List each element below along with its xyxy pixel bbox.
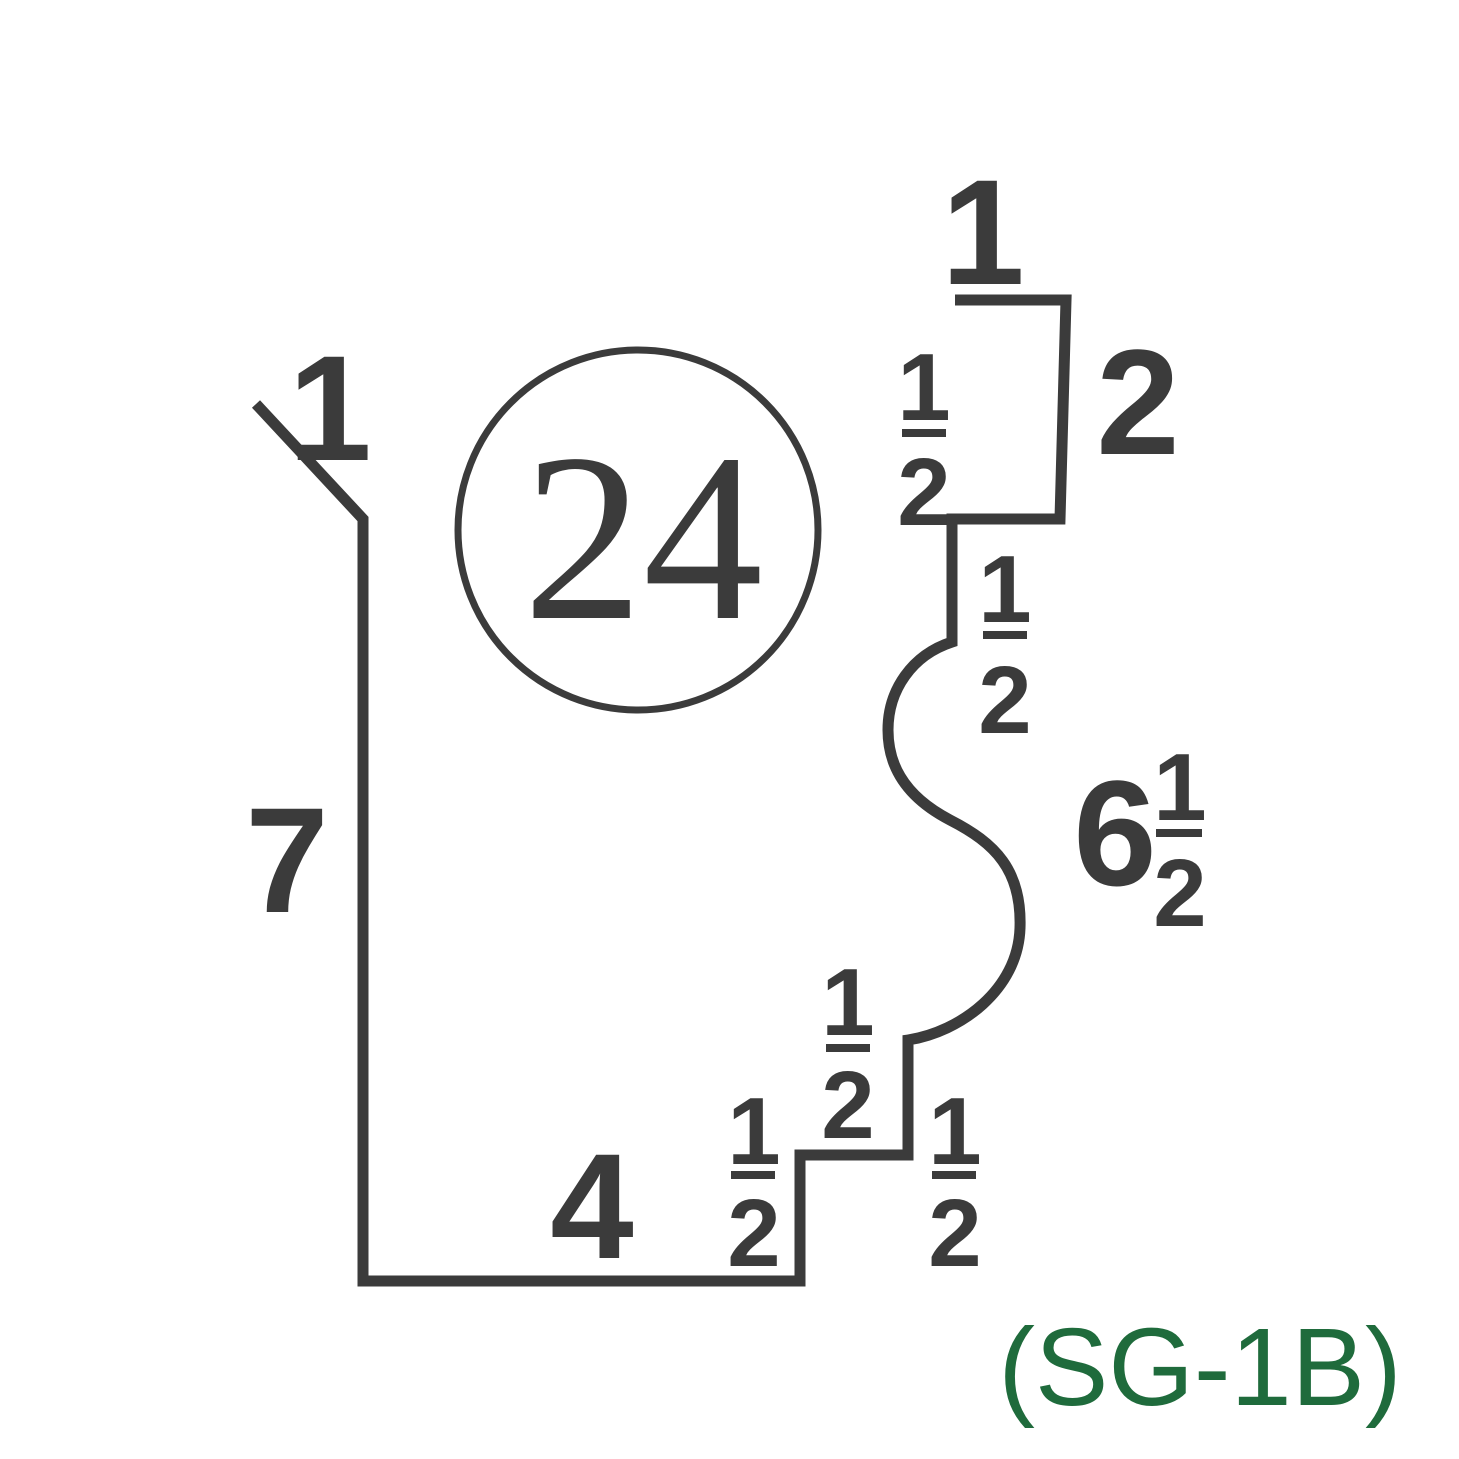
dim-top-cap-height: 2 bbox=[1096, 318, 1179, 486]
fraction-bar bbox=[932, 1171, 976, 1179]
fraction-denominator: 2 bbox=[978, 647, 1031, 754]
fraction-numerator: 1 bbox=[1153, 734, 1206, 841]
fraction-denominator: 2 bbox=[897, 439, 950, 546]
dim-cap-inner-fraction: 1 2 bbox=[897, 334, 950, 546]
fraction-bar bbox=[1156, 829, 1202, 837]
dim-upper-step-fraction: 1 2 bbox=[978, 536, 1031, 754]
fraction-denominator: 2 bbox=[727, 1180, 780, 1287]
fraction-numerator: 1 bbox=[821, 949, 874, 1056]
profile-outline bbox=[251, 294, 1072, 1287]
fraction-bar bbox=[902, 429, 946, 437]
profile-code: (SG-1B) bbox=[998, 1306, 1401, 1429]
dim-left-height: 7 bbox=[245, 776, 328, 944]
dim-lower-step-b-fraction: 1 2 bbox=[727, 1078, 780, 1287]
dim-ogee-height: 6 1 2 bbox=[1073, 734, 1206, 947]
fraction-bar bbox=[731, 1171, 775, 1179]
dim-lower-step-a-fraction: 1 2 bbox=[821, 949, 874, 1159]
profile-number: 24 bbox=[523, 404, 763, 670]
fraction-numerator: 1 bbox=[897, 334, 950, 441]
fraction-numerator: 1 bbox=[928, 1078, 981, 1185]
fraction-bar bbox=[826, 1044, 870, 1052]
dim-lower-step-c-fraction: 1 2 bbox=[928, 1078, 981, 1287]
fraction-numerator: 1 bbox=[727, 1078, 780, 1185]
fraction-numerator: 1 bbox=[978, 536, 1031, 643]
fraction-denominator: 2 bbox=[928, 1180, 981, 1287]
mixed-whole: 6 bbox=[1073, 749, 1156, 917]
dim-top-left-flange: 1 bbox=[288, 324, 371, 492]
fraction-denominator: 2 bbox=[821, 1052, 874, 1159]
dim-bottom-width: 4 bbox=[550, 1122, 633, 1290]
fraction-bar bbox=[983, 631, 1027, 639]
dim-top-cap-width: 1 bbox=[941, 148, 1024, 316]
fraction-denominator: 2 bbox=[1153, 840, 1206, 947]
profile-number-circle bbox=[454, 346, 822, 714]
